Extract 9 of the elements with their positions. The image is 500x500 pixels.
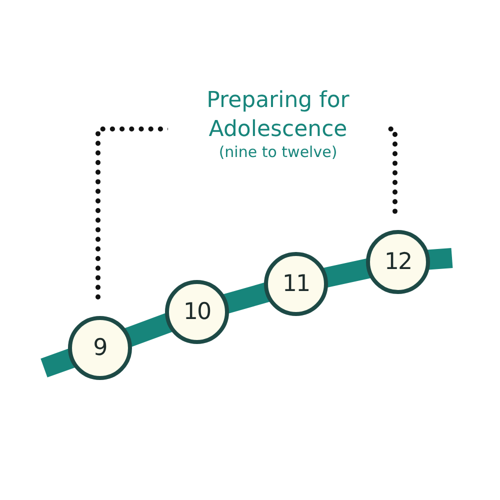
timeline-band — [124, 313, 172, 347]
age-range-note: (nine to twelve) — [218, 143, 338, 161]
timeline-band — [323, 258, 371, 288]
timeline-band — [223, 282, 270, 314]
age-number: 12 — [384, 249, 412, 275]
age-number: 11 — [282, 271, 310, 297]
timeline-band — [40, 348, 76, 378]
age-number: 10 — [183, 299, 211, 325]
age-number: 9 — [93, 335, 107, 361]
